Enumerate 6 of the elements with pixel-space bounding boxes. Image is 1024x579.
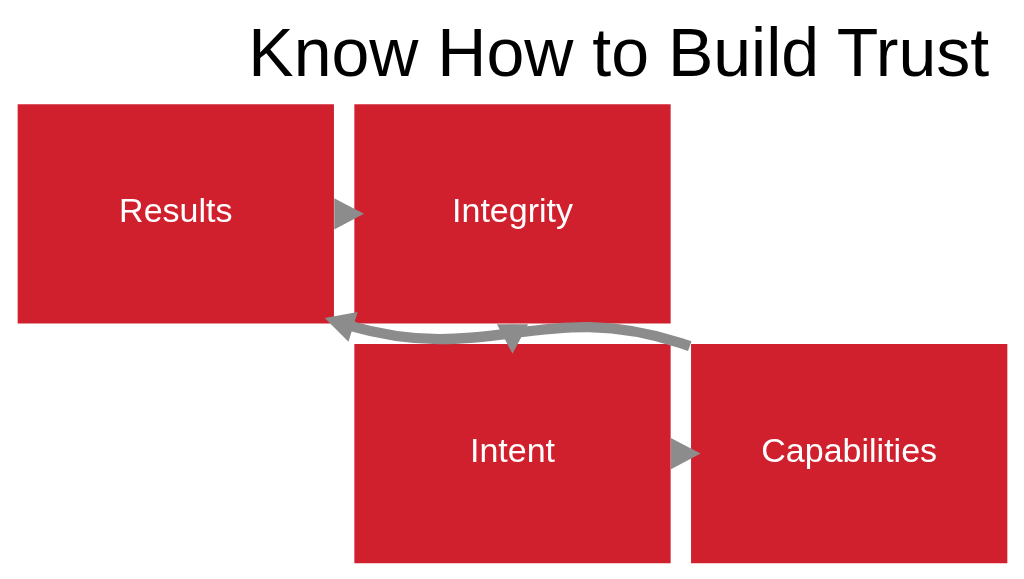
node-box: Capabilities: [688, 342, 1009, 565]
arrow: [324, 311, 691, 351]
node-box: Results: [15, 102, 336, 326]
diagram-title: Know How to Build Trust: [247, 14, 989, 91]
node-box: Integrity: [352, 102, 672, 326]
node-box: Intent: [352, 342, 672, 565]
